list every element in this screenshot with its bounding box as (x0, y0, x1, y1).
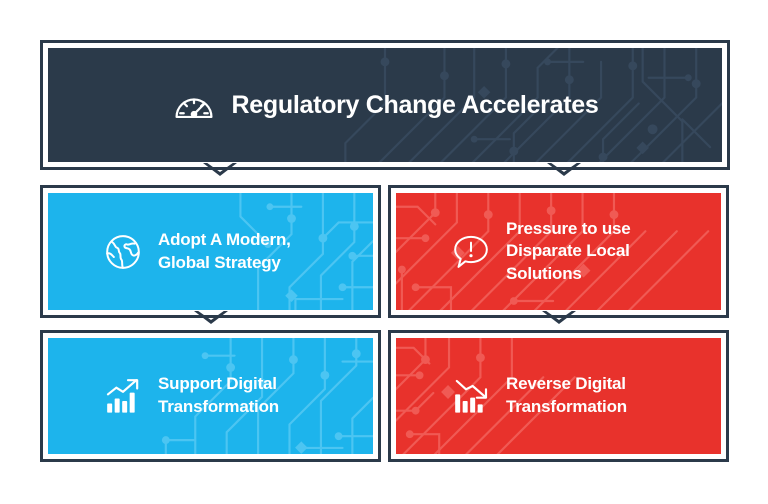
branch-label-line2: Transformation (158, 397, 279, 416)
branch-label: Reverse Digital Transformation (506, 373, 627, 418)
header-title: Regulatory Change Accelerates (231, 90, 599, 119)
connector-arrow-to-top-left (203, 163, 237, 176)
connector-arrow-to-bottom-left (193, 311, 228, 324)
header-content: Regulatory Change Accelerates (172, 83, 599, 127)
branch-card-pressure-disparate-local-solutions[interactable]: Pressure to use Disparate Local Solution… (388, 185, 729, 324)
branch-label: Pressure to use Disparate Local Solution… (506, 218, 631, 286)
branch-label: Adopt A Modern, Global Strategy (158, 229, 291, 274)
branch-label-line1: Reverse Digital (506, 374, 626, 394)
branch-label-line1: Support Digital (158, 374, 277, 394)
speedometer-icon (175, 98, 213, 119)
branch-content: Adopt A Modern, Global Strategy (48, 229, 291, 274)
connector-arrow-to-top-right (547, 163, 581, 176)
branch-label-line2: Disparate Local (506, 241, 630, 261)
branch-card-body: Reverse Digital Transformation (396, 338, 721, 454)
branch-card-adopt-modern-global-strategy[interactable]: Adopt A Modern, Global Strategy (40, 185, 381, 324)
branch-label-line3: Solutions (506, 263, 582, 283)
chart-trending-down-icon (455, 379, 488, 413)
branch-content: Reverse Digital Transformation (396, 373, 627, 418)
header-card-body: Regulatory Change Accelerates (48, 48, 722, 162)
branch-card-body: Pressure to use Disparate Local Solution… (396, 193, 721, 310)
branch-label-line1: Adopt A Modern, (158, 229, 291, 249)
branch-content: Pressure to use Disparate Local Solution… (396, 218, 631, 286)
connector-arrow-to-bottom-right (541, 311, 576, 324)
branch-card-support-digital-transformation[interactable]: Support Digital Transformation (40, 330, 381, 462)
header-card: Regulatory Change Accelerates (40, 40, 730, 176)
chart-trending-up-icon (106, 379, 139, 413)
branch-content: Support Digital Transformation (48, 373, 279, 418)
branch-label: Support Digital Transformation (158, 373, 279, 418)
globe-icon (106, 234, 140, 269)
branch-card-reverse-digital-transformation[interactable]: Reverse Digital Transformation (388, 330, 729, 462)
branch-card-body: Support Digital Transformation (48, 338, 373, 454)
branch-label-line2: Global Strategy (158, 252, 281, 272)
branch-label-line1: Pressure to use (506, 218, 631, 238)
branch-label-line2: Transformation (506, 397, 627, 416)
branch-card-body: Adopt A Modern, Global Strategy (48, 193, 373, 310)
alert-speech-bubble-icon (454, 236, 488, 269)
